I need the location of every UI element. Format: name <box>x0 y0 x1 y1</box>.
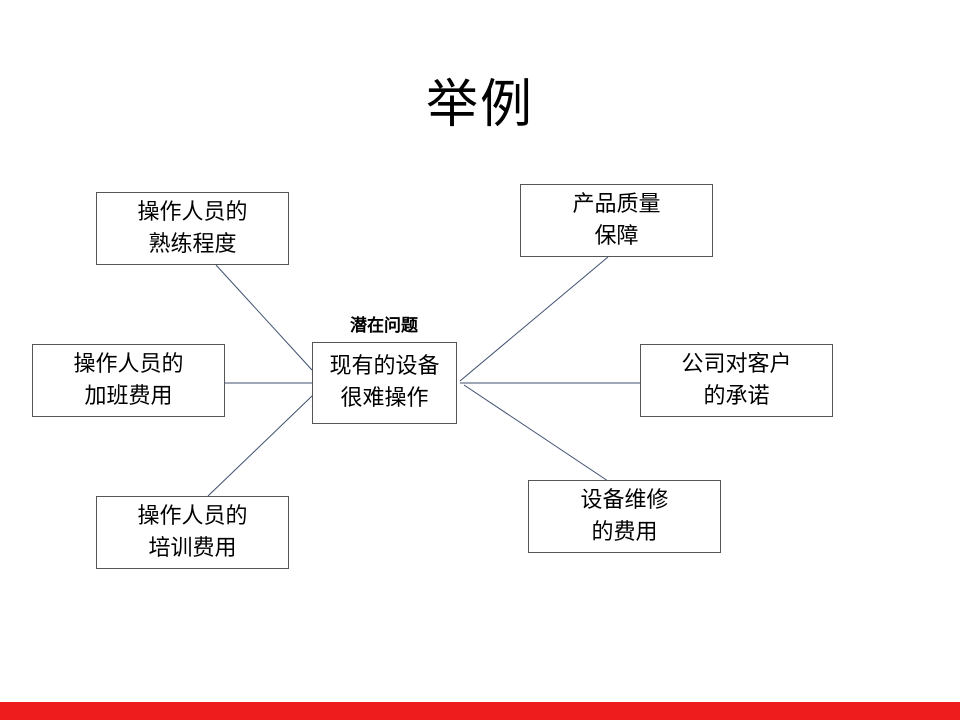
connector-right-top <box>459 256 609 382</box>
left-node-training-cost-text: 操作人员的 培训费用 <box>137 503 248 561</box>
right-node-customer-commitment: 公司对客户 的承诺 <box>640 344 833 417</box>
right-node-maintenance-cost-text: 设备维修 的费用 <box>580 487 669 545</box>
left-node-overtime-cost-text: 操作人员的 加班费用 <box>73 351 184 409</box>
right-node-quality-assurance-text: 产品质量 保障 <box>572 191 661 249</box>
bottom-accent-bar <box>0 702 960 720</box>
left-node-skill-level-text: 操作人员的 熟练程度 <box>137 199 248 257</box>
center-node: 现有的设备 很难操作 <box>312 342 457 424</box>
left-node-training-cost: 操作人员的 培训费用 <box>96 496 289 569</box>
connector-left-bottom <box>207 395 313 497</box>
right-node-quality-assurance: 产品质量 保障 <box>520 184 713 257</box>
center-node-label: 潜在问题 <box>350 316 418 336</box>
left-node-overtime-cost: 操作人员的 加班费用 <box>32 344 225 417</box>
center-node-text: 现有的设备 很难操作 <box>329 354 440 411</box>
right-node-customer-commitment-text: 公司对客户 的承诺 <box>681 351 792 409</box>
right-node-maintenance-cost: 设备维修 的费用 <box>528 480 721 553</box>
left-node-skill-level: 操作人员的 熟练程度 <box>96 192 289 265</box>
connector-right-bottom <box>463 384 609 482</box>
slide-title: 举例 <box>425 75 534 135</box>
connector-left-top <box>215 264 313 371</box>
